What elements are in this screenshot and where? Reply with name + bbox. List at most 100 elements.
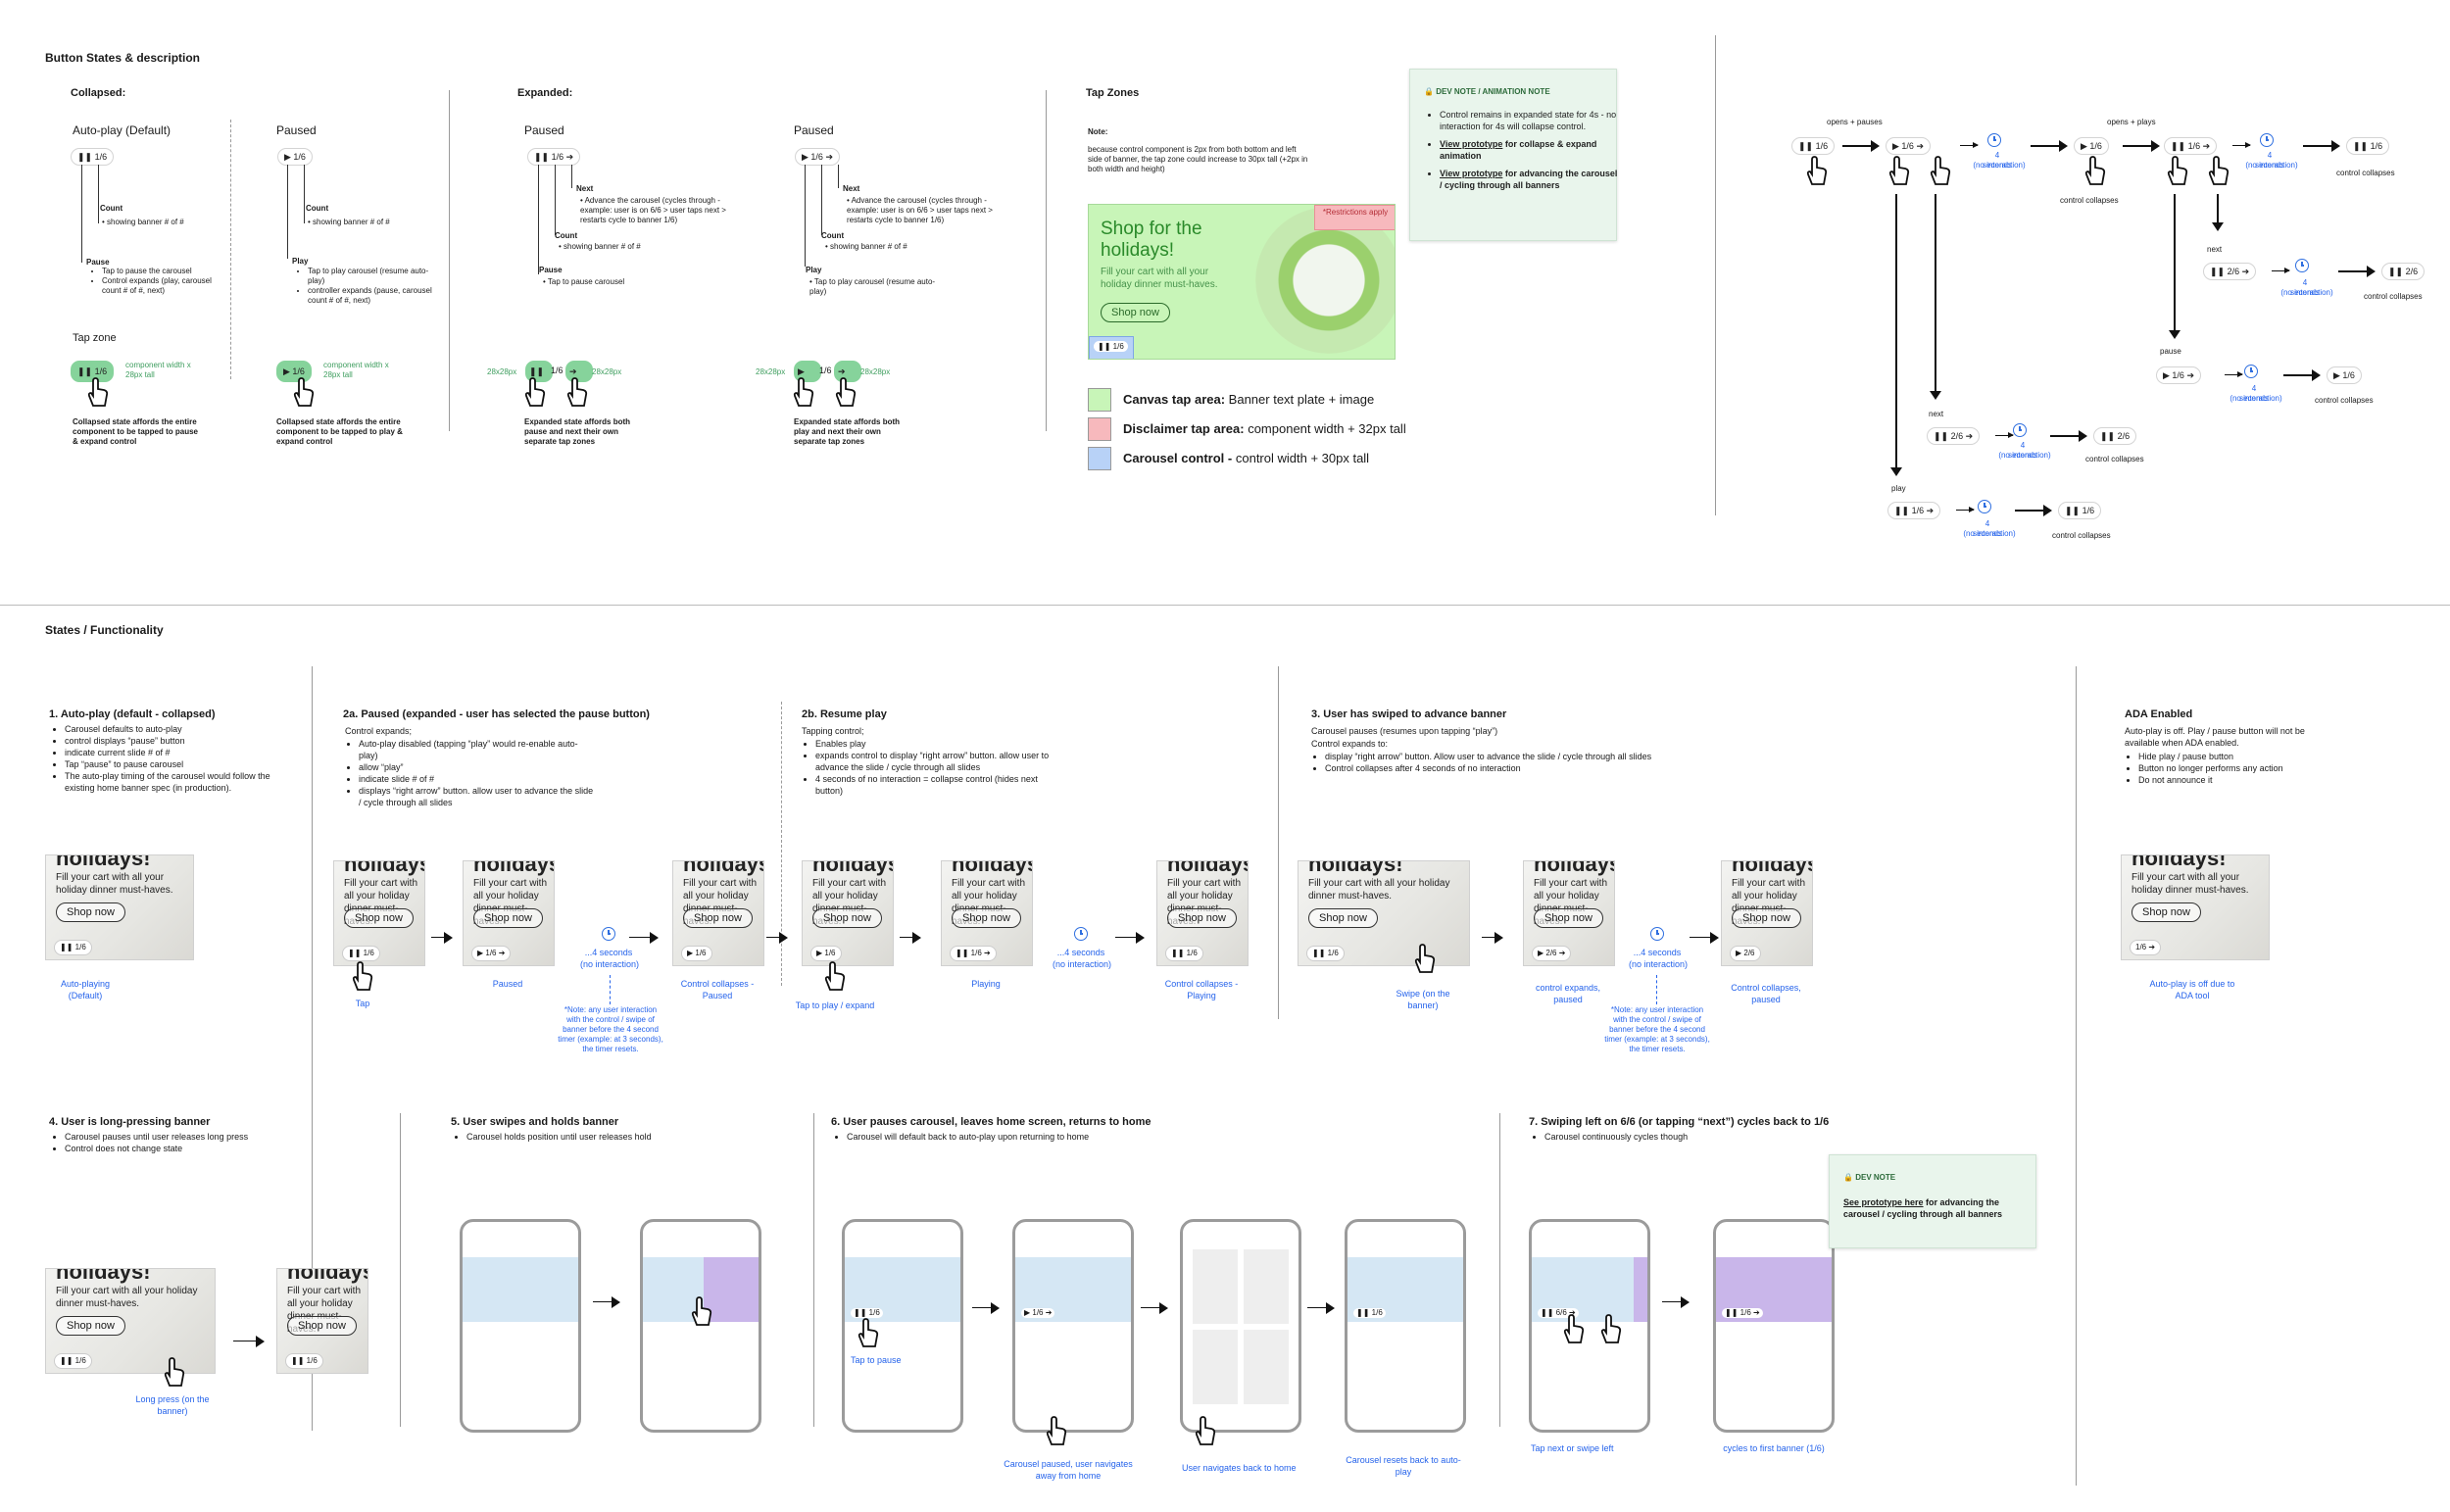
dev-note-2-tag: 🔒 DEV NOTE: [1843, 1173, 1896, 1182]
flow-collapse-4: control collapses: [2315, 396, 2374, 405]
caption-4s-2b: ...4 seconds: [1056, 948, 1105, 957]
banner-copy: Fill your cart with all your holiday din…: [1101, 267, 1218, 290]
flow-ctrl-8[interactable]: ▶ 1/6 ➔: [2156, 366, 2201, 384]
flow-ctrl-6[interactable]: ❚❚ 2/6 ➔: [2203, 263, 2257, 280]
s6-title: 6. User pauses carousel, leaves home scr…: [831, 1116, 1152, 1128]
expanded-note-2: Expanded state affords both play and nex…: [794, 417, 901, 446]
tap-zones-note-title: Note:: [1088, 127, 1108, 136]
s3-intro-2: Control expands to:: [1311, 739, 1389, 749]
control-expanded-play[interactable]: ▶ 1/6 ➔: [795, 148, 840, 166]
size-28-c: 28x28px: [756, 367, 786, 376]
next-desc-2: • Advance the carousel (cycles through -…: [847, 196, 993, 224]
clock-icon: [1074, 927, 1088, 941]
expanded-heading: Expanded:: [517, 87, 573, 99]
tapzone-next-2[interactable]: ➔: [834, 361, 861, 382]
control-expanded-pause[interactable]: ❚❚ 1/6 ➔: [527, 148, 581, 166]
flow-ctrl-1[interactable]: ❚❚ 1/6: [1791, 137, 1836, 155]
view-prototype-link-1[interactable]: View prototype: [1440, 139, 1503, 149]
hand-hold-icon: [691, 1296, 712, 1326]
view-prototype-link-2[interactable]: View prototype: [1440, 169, 1503, 178]
flow-4s-1: 4 seconds: [1983, 151, 2012, 170]
banner-thumb-2a-3[interactable]: holidays!Fill your cart with all your ho…: [672, 860, 764, 966]
flow-ctrl-4[interactable]: ❚❚ 1/6 ➔: [2164, 137, 2218, 155]
caption-cycles-first: cycles to first banner (1/6): [1723, 1443, 1825, 1453]
s3-intro-1: Carousel pauses (resumes upon tapping “p…: [1311, 726, 1498, 736]
tapzone-count-2: 1/6: [819, 366, 832, 375]
clock-icon: [2013, 423, 2027, 437]
flow-ctrl-5[interactable]: ❚❚ 1/6: [2346, 137, 2390, 155]
flow-ctrl-3[interactable]: ▶ 1/6: [2074, 137, 2109, 155]
tapzone-play[interactable]: ▶: [794, 361, 821, 382]
disclaimer-tap-area[interactable]: *Restrictions apply: [1314, 205, 1395, 230]
banner-thumb-4-1[interactable]: holidays!Fill your cart with all your ho…: [45, 1268, 216, 1374]
caption-noint-3: (no interaction): [1628, 959, 1689, 969]
banner-thumb-2b-2[interactable]: holidays!Fill your cart with all your ho…: [941, 860, 1033, 966]
flow-opens-plays: opens + plays: [2107, 118, 2156, 126]
tapzone-pause[interactable]: ❚❚: [525, 361, 553, 382]
count-title-3: Count: [555, 231, 578, 240]
exp-play-desc: • Tap to play carousel (resume auto-play…: [809, 277, 936, 296]
hand-tap-icon: [858, 1318, 879, 1347]
banner-thumb-autoplay[interactable]: holidays!Fill your cart with all your ho…: [45, 854, 194, 960]
carousel-control-tap-area[interactable]: ❚❚ 1/6: [1089, 336, 1134, 359]
flow-ctrl-13[interactable]: ❚❚ 1/6: [2058, 502, 2102, 519]
hand-tap-icon: [1930, 156, 1951, 185]
caption-paused: Paused: [492, 979, 523, 989]
component-size-note-2: component width x 28px tall: [323, 361, 389, 379]
banner-thumb-4-2[interactable]: holidays!Fill your cart with all your ho…: [276, 1268, 368, 1374]
flow-ctrl-11[interactable]: ❚❚ 2/6: [2093, 427, 2137, 445]
banner-thumb-3-1[interactable]: holidays!Fill your cart with all your ho…: [1298, 860, 1470, 966]
hand-swipe-icon: [1414, 944, 1436, 973]
ada-items: Hide play / pause buttonButton no longer…: [2125, 751, 2374, 786]
next-title-2: Next: [843, 184, 860, 193]
control-collapsed-play[interactable]: ▶ 1/6: [277, 148, 313, 166]
banner-control[interactable]: ❚❚ 1/6: [1094, 341, 1128, 352]
flow-noint-3: (no interaction): [2280, 288, 2333, 297]
expanded-note-1: Expanded state affords both pause and ne…: [524, 417, 631, 446]
banner-shop-now-button[interactable]: Shop now: [1101, 303, 1170, 322]
banner-thumb-ada[interactable]: holidays!Fill your cart with all your ho…: [2121, 854, 2270, 960]
count-desc-2: • showing banner # of #: [308, 218, 390, 226]
banner-thumb-3-3[interactable]: holidays!Fill your cart with all your ho…: [1721, 860, 1813, 966]
see-prototype-link[interactable]: See prototype here: [1843, 1197, 1924, 1207]
phone-6-1: ❚❚ 1/6: [842, 1219, 963, 1433]
flow-ctrl-10[interactable]: ❚❚ 2/6 ➔: [1927, 427, 1981, 445]
tap-zone-label: Tap zone: [73, 332, 117, 344]
lock-icon: 🔒: [1843, 1173, 1853, 1182]
s7-items: Carousel continuously cycles though: [1531, 1131, 1838, 1143]
banner-thumb-2a-1[interactable]: holidays!Fill your cart with all your ho…: [333, 860, 425, 966]
flow-4s-6: 4 seconds: [1973, 519, 2002, 538]
banner-canvas-tap-area[interactable]: Shop for the holidays! Fill your cart wi…: [1088, 204, 1396, 360]
control-collapsed-pause[interactable]: ❚❚ 1/6: [71, 148, 115, 166]
s2b-items: Enables playexpands control to display “…: [802, 738, 1060, 797]
banner-thumb-3-2[interactable]: holidays!Fill your cart with all your ho…: [1523, 860, 1615, 966]
tapzone-collapsed-play[interactable]: ▶ 1/6: [276, 361, 312, 382]
exp-pause-desc: • Tap to pause carousel: [543, 277, 625, 286]
banner-thumb-2b-1[interactable]: holidays!Fill your cart with all your ho…: [802, 860, 894, 966]
flow-ctrl-12[interactable]: ❚❚ 1/6 ➔: [1887, 502, 1941, 519]
caption-4s-2a: ...4 seconds: [584, 948, 633, 957]
count-title: Count: [100, 204, 123, 213]
flow-next-2: next: [1929, 410, 1944, 418]
s3-items: display “right arrow” button. Allow user…: [1311, 751, 1737, 774]
tapzone-collapsed-pause[interactable]: ❚❚ 1/6: [71, 361, 115, 382]
hand-tap-icon: [2084, 156, 2106, 185]
flow-collapse-5: control collapses: [2085, 455, 2144, 463]
banner-thumb-2a-2[interactable]: holidays!Fill your cart with all your ho…: [463, 860, 555, 966]
flow-ctrl-2[interactable]: ▶ 1/6 ➔: [1886, 137, 1931, 155]
pause-title: Pause: [86, 258, 110, 267]
tap-zones-note-body: because control component is 2px from bo…: [1088, 145, 1308, 173]
flow-4s-3: 4 seconds: [2290, 278, 2320, 297]
flow-play: play: [1891, 484, 1906, 493]
section-title-button-states: Button States & description: [45, 51, 201, 65]
tapzone-next[interactable]: ➔: [565, 361, 593, 382]
dev-note-2-text: See prototype here for advancing the car…: [1843, 1197, 2003, 1219]
hand-tap-icon: [2208, 156, 2230, 185]
clock-icon: [2260, 133, 2274, 147]
collapsed-note-2: Collapsed state affords the entire compo…: [276, 417, 403, 446]
flow-ctrl-7[interactable]: ❚❚ 2/6: [2381, 263, 2426, 280]
control-count: 1/6: [94, 152, 108, 162]
dev-note-items: Control remains in expanded state for 4s…: [1426, 109, 1618, 191]
flow-ctrl-9[interactable]: ▶ 1/6: [2327, 366, 2362, 384]
banner-thumb-2b-3[interactable]: holidays!Fill your cart with all your ho…: [1156, 860, 1249, 966]
